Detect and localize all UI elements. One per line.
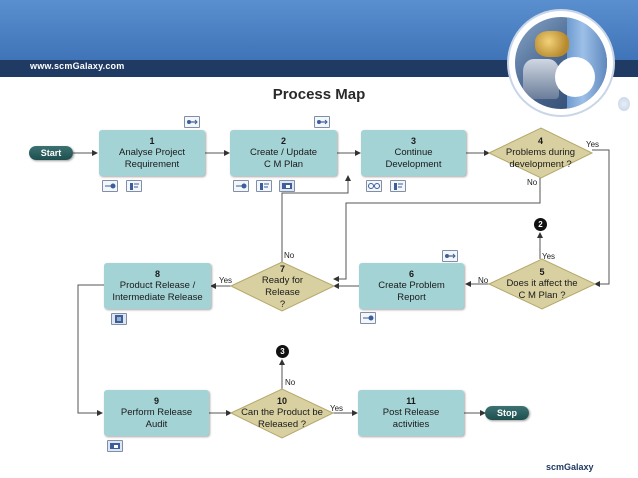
- connector-link-icon[interactable]: [184, 116, 200, 128]
- label-d4-yes: Yes: [586, 140, 600, 149]
- document-icon[interactable]: [256, 180, 272, 192]
- decision-4-shape: [487, 127, 594, 179]
- page-title: Process Map: [272, 86, 366, 103]
- step-6-create-problem-report[interactable]: 6 Create Problem Report: [359, 263, 464, 309]
- connector-link-icon[interactable]: [442, 250, 458, 262]
- step-3-continue-development[interactable]: 3 Continue Development: [361, 130, 466, 176]
- image-icon[interactable]: [107, 440, 123, 452]
- connector-link-icon[interactable]: [314, 116, 330, 128]
- label-d7-no: No: [284, 251, 295, 260]
- step-2-create-cm-plan[interactable]: 2 Create / Update C M Plan: [230, 130, 337, 176]
- footer-brand: scmGalaxy: [546, 462, 594, 472]
- document-icon[interactable]: [126, 180, 142, 192]
- step-9-release-audit[interactable]: 9 Perform Release Audit: [104, 390, 209, 436]
- decision-5-affect-cm-plan[interactable]: 5 Does it affect the C M Plan ?: [506, 266, 578, 301]
- label-d5-no: No: [478, 276, 489, 285]
- decision-10-can-release[interactable]: 10 Can the Product be Released ?: [241, 395, 323, 430]
- label-d4-no: No: [527, 178, 538, 187]
- off-page-connector-3[interactable]: 3: [276, 345, 289, 358]
- sequence-icon[interactable]: [102, 180, 118, 192]
- image-icon[interactable]: [279, 180, 295, 192]
- step-1-analyse-requirement[interactable]: 1 Analyse Project Requirement: [99, 130, 205, 176]
- slide-nav-icon[interactable]: [618, 97, 630, 111]
- stop-terminal[interactable]: Stop: [485, 406, 529, 420]
- label-d7-yes: Yes: [219, 276, 233, 285]
- decision-7-shape: [229, 261, 336, 312]
- label-d10-no: No: [285, 378, 296, 387]
- brand-logo: [509, 11, 613, 115]
- decision-10-shape: [229, 388, 335, 439]
- label-d10-yes: Yes: [330, 404, 344, 413]
- label-d5-yes: Yes: [542, 252, 556, 261]
- decision-5-shape: [487, 258, 597, 310]
- page-icon[interactable]: [111, 313, 127, 325]
- site-url: www.scmGalaxy.com: [30, 61, 125, 71]
- off-page-connector-2[interactable]: 2: [534, 218, 547, 231]
- decision-4-problems[interactable]: 4 Problems during development ?: [505, 135, 576, 170]
- header-subbar: [0, 60, 638, 77]
- sequence-icon[interactable]: [360, 312, 376, 324]
- process-icon[interactable]: [366, 180, 382, 192]
- step-8-product-release[interactable]: 8 Product Release / Intermediate Release: [104, 263, 211, 309]
- sequence-icon[interactable]: [233, 180, 249, 192]
- start-terminal[interactable]: Start: [29, 146, 73, 160]
- decision-7-ready-for-release[interactable]: 7 Ready for Release ?: [261, 263, 304, 310]
- step-11-post-release[interactable]: 11 Post Release activities: [358, 390, 464, 436]
- document-icon[interactable]: [390, 180, 406, 192]
